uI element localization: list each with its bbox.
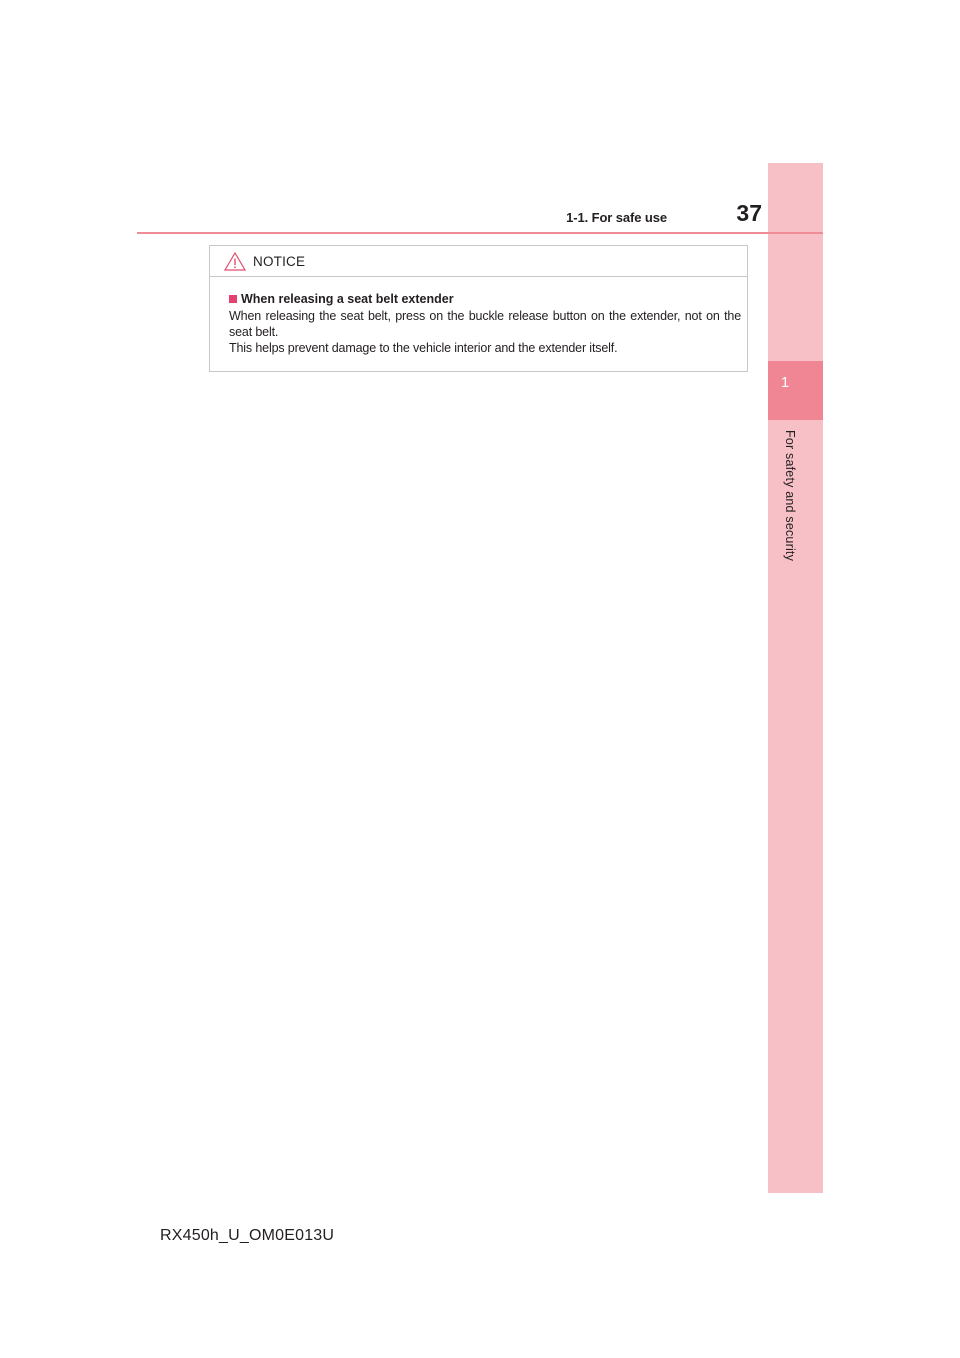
warning-triangle-icon [223, 251, 247, 271]
notice-item: When releasing a seat belt extender When… [229, 291, 741, 356]
notice-body-paragraph: When releasing the seat belt, press on t… [229, 309, 741, 339]
chapter-number: 1 [780, 374, 790, 391]
section-title: 1-1. For safe use [566, 210, 667, 225]
chapter-title: For safety and security [783, 430, 797, 562]
notice-box: NOTICE When releasing a seat belt extend… [209, 245, 748, 372]
header-divider [137, 232, 823, 234]
notice-item-heading-row: When releasing a seat belt extender [229, 291, 741, 307]
notice-header: NOTICE [210, 246, 747, 277]
chapter-side-tab [768, 163, 823, 1193]
notice-item-body: When releasing the seat belt, press on t… [229, 308, 741, 356]
notice-title: NOTICE [253, 254, 306, 269]
page-number: 37 [736, 200, 762, 226]
chapter-tab-active-marker [768, 361, 823, 420]
square-bullet-icon [229, 295, 237, 303]
notice-body-paragraph: This helps prevent damage to the vehicle… [229, 341, 618, 355]
notice-item-heading: When releasing a seat belt extender [241, 292, 454, 306]
document-code: RX450h_U_OM0E013U [160, 1227, 335, 1244]
